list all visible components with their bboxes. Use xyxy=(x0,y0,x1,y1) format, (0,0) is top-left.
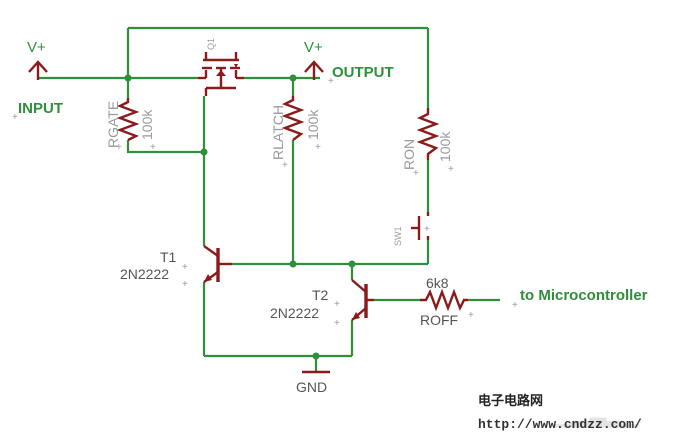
rgate-resistor: RGATE 100k xyxy=(105,98,155,148)
plus-mark: + xyxy=(12,112,18,123)
output-label: OUTPUT xyxy=(332,64,394,81)
t1-part-label: 2N2222 xyxy=(120,266,169,282)
ron-resistor: RON 100k xyxy=(401,108,453,170)
plus-mark: + xyxy=(334,318,340,329)
plus-mark: + xyxy=(116,142,122,153)
sw1-switch: + SW1 xyxy=(393,212,430,246)
q1-mosfet-symbol: Q1 xyxy=(198,38,244,96)
sw1-label: SW1 xyxy=(393,226,403,246)
rgate-value-label: 100k xyxy=(139,109,155,140)
plus-mark: + xyxy=(512,300,518,311)
rgate-name-label: RGATE xyxy=(105,101,121,148)
t1-transistor: T1 2N2222 + + xyxy=(120,245,232,290)
plus-mark: + xyxy=(334,299,340,310)
plus-mark: + xyxy=(468,310,474,321)
t2-name-label: T2 xyxy=(312,287,329,303)
junction-node xyxy=(289,260,297,268)
t2-transistor: T2 2N2222 + + xyxy=(270,279,374,329)
plus-mark: + xyxy=(424,224,430,235)
ron-value-label: 100k xyxy=(437,131,453,162)
vplus-mid-label: V+ xyxy=(304,39,323,56)
roff-value-label: 6k8 xyxy=(426,275,449,291)
junction-node xyxy=(289,74,297,82)
junctions xyxy=(124,74,356,360)
plus-mark: + xyxy=(150,142,156,153)
rlatch-value-label: 100k xyxy=(305,109,321,140)
rlatch-name-label: RLATCH xyxy=(270,105,286,160)
plus-mark: + xyxy=(328,76,334,87)
supply-symbol-left: V+ xyxy=(27,39,48,80)
microcontroller-label: to Microcontroller xyxy=(520,287,648,304)
ground-symbol: GND xyxy=(296,370,330,395)
plus-mark: + xyxy=(182,262,188,273)
junction-node xyxy=(348,260,356,268)
junction-node xyxy=(200,148,208,156)
q1-label: Q1 xyxy=(206,38,216,50)
plus-mark: + xyxy=(413,168,419,179)
plus-mark: + xyxy=(182,279,188,290)
watermark-site-name: 电子电路网 xyxy=(478,393,543,409)
watermark-url: http://www.cndzz.com/ xyxy=(478,417,642,432)
watermark: ▁▂▃▂▁ 电子电路网 http://www.cndzz.com/ xyxy=(478,393,642,432)
watermark-ghost: ▁▂▃▂▁ xyxy=(553,402,640,428)
supply-symbol-mid: V+ xyxy=(304,39,324,80)
junction-node xyxy=(312,352,320,360)
t2-part-label: 2N2222 xyxy=(270,305,319,321)
ron-name-label: RON xyxy=(401,139,417,170)
input-label: INPUT xyxy=(18,100,63,117)
roff-name-label: ROFF xyxy=(420,312,458,328)
plus-mark: + xyxy=(315,142,321,153)
t1-name-label: T1 xyxy=(160,249,177,265)
gnd-label: GND xyxy=(296,379,327,395)
roff-resistor: 6k8 ROFF + xyxy=(420,275,474,328)
wire-rgate-bottom xyxy=(126,140,204,154)
plus-mark: + xyxy=(282,160,288,171)
vplus-left-label: V+ xyxy=(27,39,46,56)
rlatch-resistor: RLATCH 100k xyxy=(270,96,321,160)
plus-mark: + xyxy=(448,164,454,175)
junction-node xyxy=(124,74,132,82)
